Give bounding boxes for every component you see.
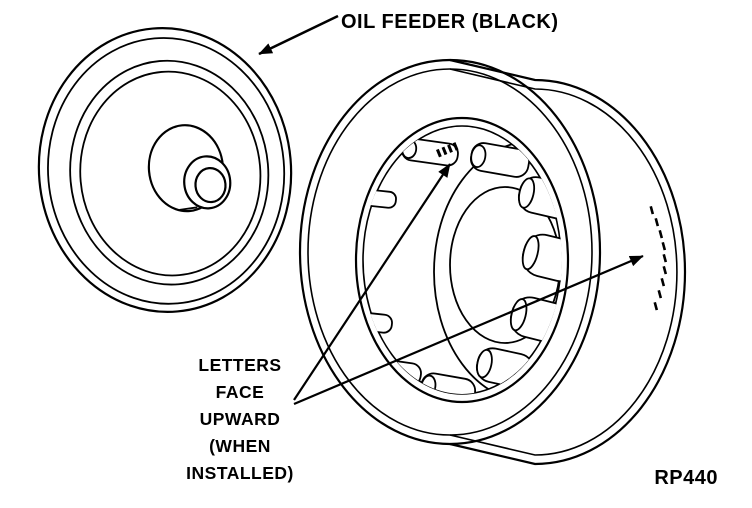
letters-note-line-2: FACE (216, 382, 265, 402)
reference-code: RP440 (654, 467, 718, 489)
roller (362, 187, 397, 209)
bearing-stamped-lettering-top (436, 142, 459, 158)
roller (470, 142, 530, 178)
letters-arrow-lower (293, 254, 644, 406)
disc-face-ring-inner (79, 70, 262, 277)
bearing-front-outer-edge (298, 58, 602, 446)
bearing-bore-edge (354, 116, 570, 404)
oil-feeder-disc (37, 27, 293, 313)
letters-note-line-4: (WHEN (209, 436, 271, 456)
roller (517, 176, 562, 220)
letters-face-upward-label: LETTERS FACE UPWARD (WHEN INSTALLED) (186, 355, 294, 483)
oil-feeder-label: OIL FEEDER (BLACK) (341, 11, 559, 33)
bearing-interior (362, 137, 562, 394)
roller (475, 347, 535, 389)
bearing-stamped-lettering-side (649, 206, 668, 311)
roller (521, 233, 562, 283)
letters-note-line-3: UPWARD (200, 409, 281, 429)
hub-bore (194, 167, 227, 204)
bearing-body-chamfer (449, 68, 678, 456)
bearing-front-chamfer (307, 68, 593, 436)
hub-tube-face (183, 155, 232, 210)
bearing-body-silhouette (449, 58, 687, 466)
oil-feeder-arrow (258, 14, 339, 56)
disc-rim-inner-line (47, 37, 286, 305)
letters-note-line-1: LETTERS (198, 355, 281, 375)
letters-arrow-upper (293, 163, 451, 401)
letters-note-line-5: INSTALLED) (186, 463, 294, 483)
disc-face-ring-outer (69, 59, 270, 286)
roller (419, 372, 477, 394)
oil-feeder-hub (147, 124, 232, 213)
hub-tube-line (179, 206, 198, 211)
disc-outer-rim (37, 27, 293, 313)
callout-arrows (258, 14, 644, 406)
